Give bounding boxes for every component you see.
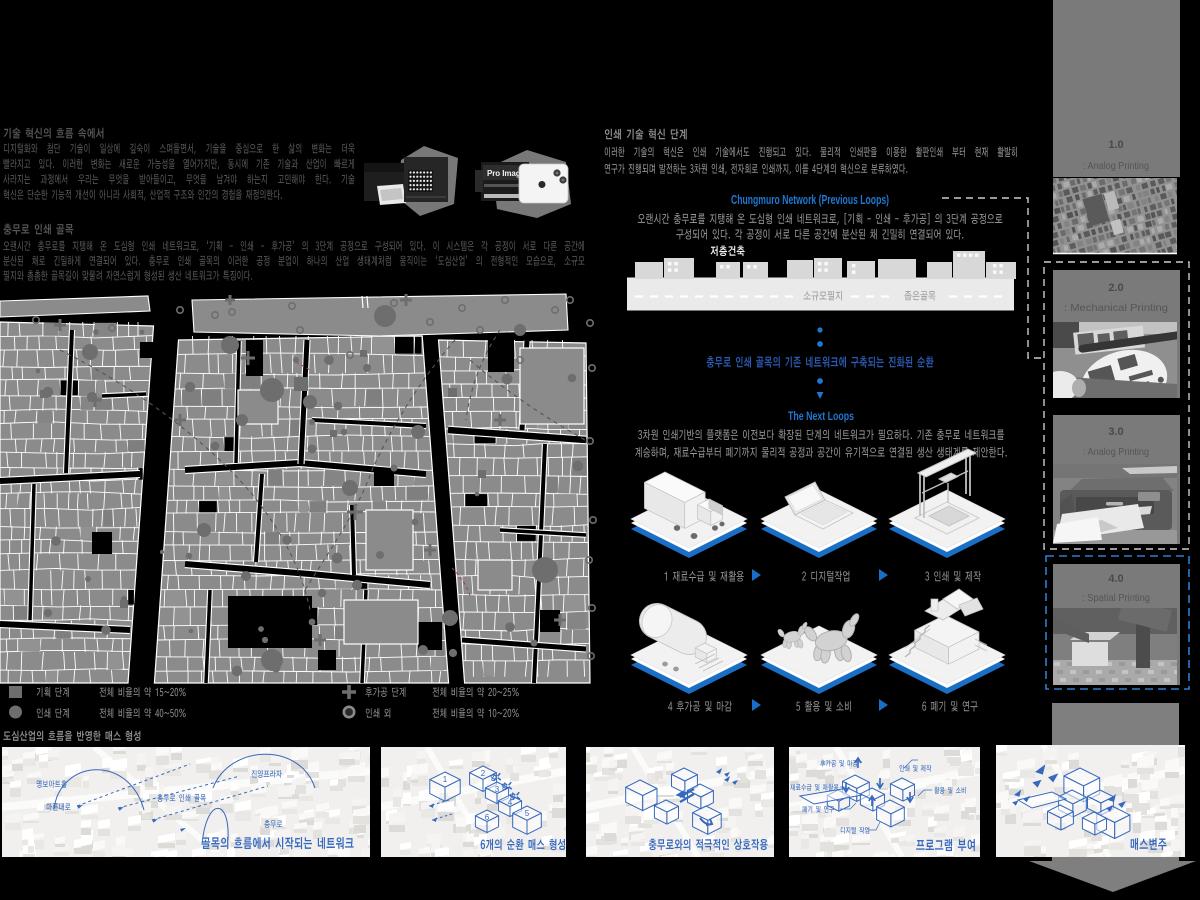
svg-text:: Mechanical Printing: : Mechanical Printing <box>1064 302 1168 314</box>
svg-text:4: 4 <box>508 798 513 807</box>
svg-text:1: 1 <box>443 775 448 784</box>
svg-text:1.0: 1.0 <box>1108 139 1123 151</box>
svg-text:4.0: 4.0 <box>1108 573 1123 585</box>
svg-text:2.0: 2.0 <box>1108 282 1123 294</box>
svg-text:: Analog Printing: : Analog Printing <box>1083 160 1149 172</box>
svg-text:: Spatial Printing: : Spatial Printing <box>1082 592 1150 604</box>
svg-text:Pro Image: Pro Image <box>487 169 526 178</box>
svg-text:2: 2 <box>481 769 486 778</box>
svg-text:Chungmuro Network (Previous Lo: Chungmuro Network (Previous Loops) <box>731 193 889 207</box>
svg-text:: Analog Printing: : Analog Printing <box>1083 446 1149 458</box>
svg-text:6: 6 <box>485 813 490 822</box>
svg-text:The Next Loops: The Next Loops <box>788 411 854 423</box>
svg-text:3.0: 3.0 <box>1108 426 1123 438</box>
svg-text:5: 5 <box>525 809 530 818</box>
svg-text:3: 3 <box>495 785 500 794</box>
